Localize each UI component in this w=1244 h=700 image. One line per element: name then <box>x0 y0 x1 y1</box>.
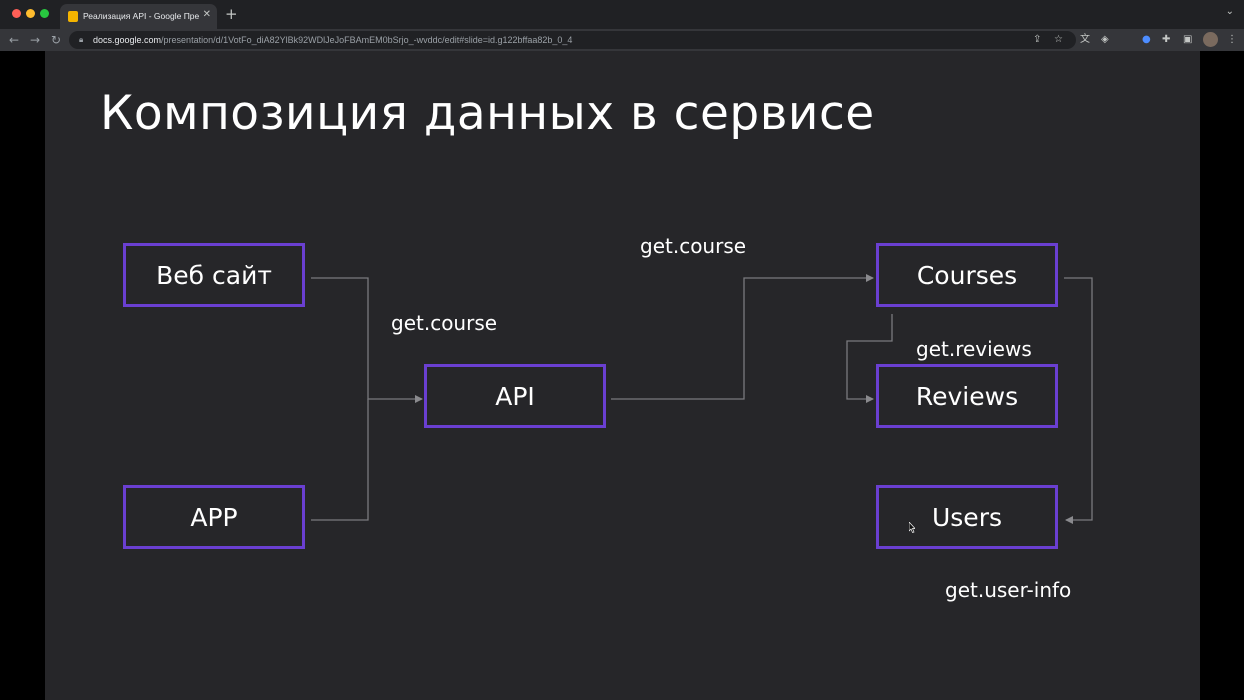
more-icon[interactable]: ⋮ <box>1227 34 1237 45</box>
extension-icon[interactable]: ◈ <box>1101 34 1109 45</box>
connector-courses-reviews <box>846 314 893 403</box>
forward-icon[interactable]: → <box>30 33 41 47</box>
sidepanel-icon[interactable]: ▣ <box>1183 34 1193 45</box>
get-user-info-label: get.user-info <box>945 578 1072 602</box>
connector-courses-users <box>1064 277 1093 524</box>
get-course-label-left: get.course <box>391 311 498 335</box>
close-window-button[interactable] <box>12 9 21 18</box>
app-box: APP <box>123 485 305 549</box>
tab-strip: Реализация API - Google Пре ✕ + ⌄ <box>0 0 1244 29</box>
connector-api-courses <box>611 274 874 400</box>
maximize-window-button[interactable] <box>40 9 49 18</box>
slides-favicon-icon <box>68 11 78 22</box>
url-host: docs.google.com <box>93 35 162 45</box>
new-tab-button[interactable]: + <box>225 5 238 23</box>
connector-website-api <box>311 277 423 403</box>
connectors <box>311 274 1093 524</box>
tab-title: Реализация API - Google Пре <box>83 11 199 21</box>
website-box: Веб сайт <box>123 243 305 307</box>
api-box: API <box>424 364 606 428</box>
connector-app-api <box>311 399 369 521</box>
browser-toolbar: ← → ↻ 🔒︎ docs.google.com/presentation/d/… <box>0 29 1244 51</box>
puzzle-icon[interactable]: ✚ <box>1162 34 1171 45</box>
get-course-label-top: get.course <box>640 234 747 258</box>
reviews-box: Reviews <box>876 364 1058 428</box>
profile-avatar[interactable] <box>1203 32 1218 47</box>
tab-search-icon[interactable]: ⌄ <box>1225 6 1234 17</box>
browser-extension-icon[interactable]: ● <box>1142 34 1151 45</box>
presentation-slide: Композиция данных в сервисе Веб сайт APP… <box>45 51 1200 700</box>
url-text: docs.google.com/presentation/d/1VotFo_di… <box>93 34 572 46</box>
mouse-cursor-icon <box>909 522 915 533</box>
tab-presentation[interactable]: Реализация API - Google Пре ✕ <box>60 4 217 29</box>
courses-box: Courses <box>876 243 1058 307</box>
get-reviews-label: get.reviews <box>916 337 1032 361</box>
slide-title: Композиция данных в сервисе <box>100 86 875 141</box>
share-icon[interactable]: ⇪ <box>1033 34 1042 45</box>
url-path: /presentation/d/1VotFo_diA82YlBk92WDlJeJ… <box>161 35 573 45</box>
star-icon[interactable]: ☆ <box>1054 34 1063 45</box>
users-box: Users <box>876 485 1058 549</box>
minimize-window-button[interactable] <box>26 9 35 18</box>
address-bar[interactable]: 🔒︎ docs.google.com/presentation/d/1VotFo… <box>69 31 1076 49</box>
reload-icon[interactable]: ↻ <box>51 33 62 47</box>
tab-close-icon[interactable]: ✕ <box>202 9 211 20</box>
translate-icon[interactable]: 文 <box>1080 34 1090 45</box>
lock-icon[interactable]: 🔒︎ <box>79 35 84 44</box>
back-icon[interactable]: ← <box>9 33 20 47</box>
